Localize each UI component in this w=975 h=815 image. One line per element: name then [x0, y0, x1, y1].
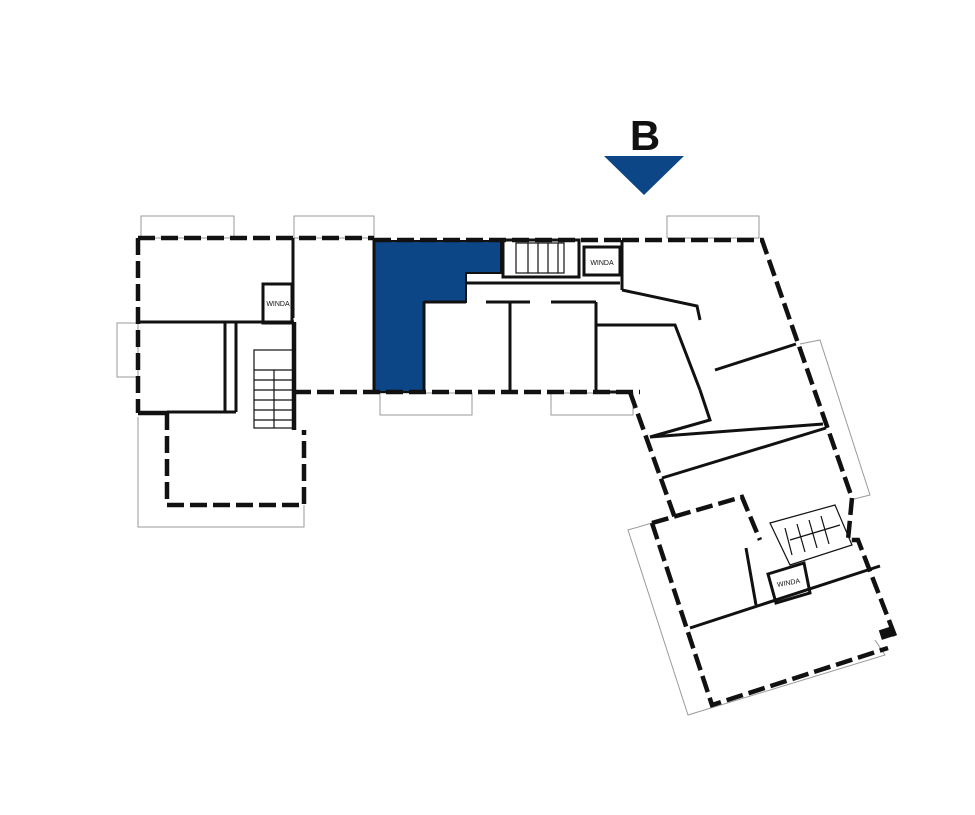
right-wing — [596, 237, 855, 519]
view-direction-arrow-icon — [604, 156, 684, 195]
view-direction-marker: B — [604, 112, 684, 195]
stairs-icon-lower — [769, 504, 853, 566]
balcony-outlines — [116, 215, 886, 716]
lift-label-lower: WINDA — [777, 578, 802, 589]
lift-label-central: WINDA — [590, 260, 614, 267]
lift-label-left: WINDA — [266, 301, 290, 308]
left-wing: WINDA — [135, 235, 640, 508]
selected-apartment[interactable] — [373, 240, 502, 393]
stairs-icon — [253, 349, 295, 429]
view-direction-label: B — [630, 112, 660, 159]
central-block: WINDA — [372, 237, 622, 392]
lower-right-wing: WINDA — [649, 494, 898, 708]
stairs-icon-central — [501, 238, 581, 279]
